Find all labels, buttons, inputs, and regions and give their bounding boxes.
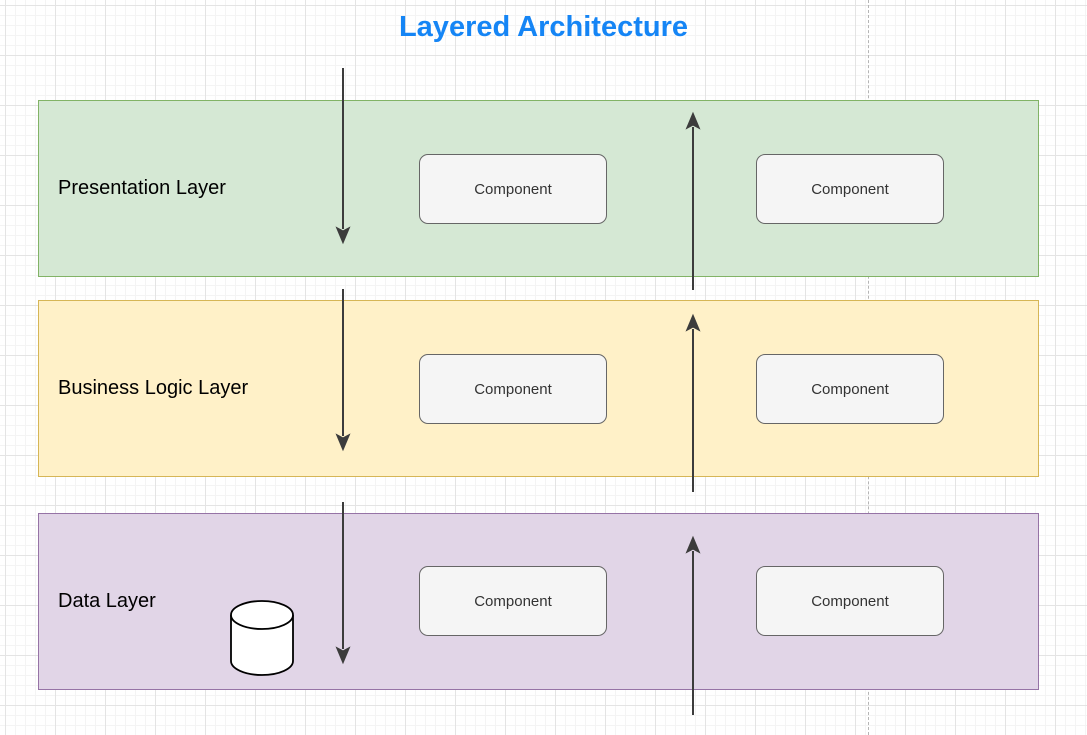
component-label: Component: [474, 180, 552, 198]
layer-business-logic-label: Business Logic Layer: [58, 377, 249, 399]
component-box[interactable]: Component: [756, 154, 944, 224]
component-label: Component: [474, 592, 552, 610]
component-label: Component: [811, 592, 889, 610]
component-box[interactable]: Component: [419, 154, 607, 224]
layer-presentation[interactable]: Presentation Layer Component Component: [38, 100, 1039, 277]
component-box[interactable]: Component: [419, 566, 607, 636]
layer-business-logic[interactable]: Business Logic Layer Component Component: [38, 300, 1039, 477]
component-label: Component: [811, 180, 889, 198]
component-label: Component: [474, 380, 552, 398]
layer-data-label: Data Layer: [58, 590, 156, 612]
component-box[interactable]: Component: [756, 566, 944, 636]
component-box[interactable]: Component: [419, 354, 607, 424]
diagram-title[interactable]: Layered Architecture: [398, 11, 689, 43]
component-box[interactable]: Component: [756, 354, 944, 424]
layer-presentation-label: Presentation Layer: [58, 177, 226, 199]
component-label: Component: [811, 380, 889, 398]
layer-data[interactable]: Data Layer Component Component: [38, 513, 1039, 690]
